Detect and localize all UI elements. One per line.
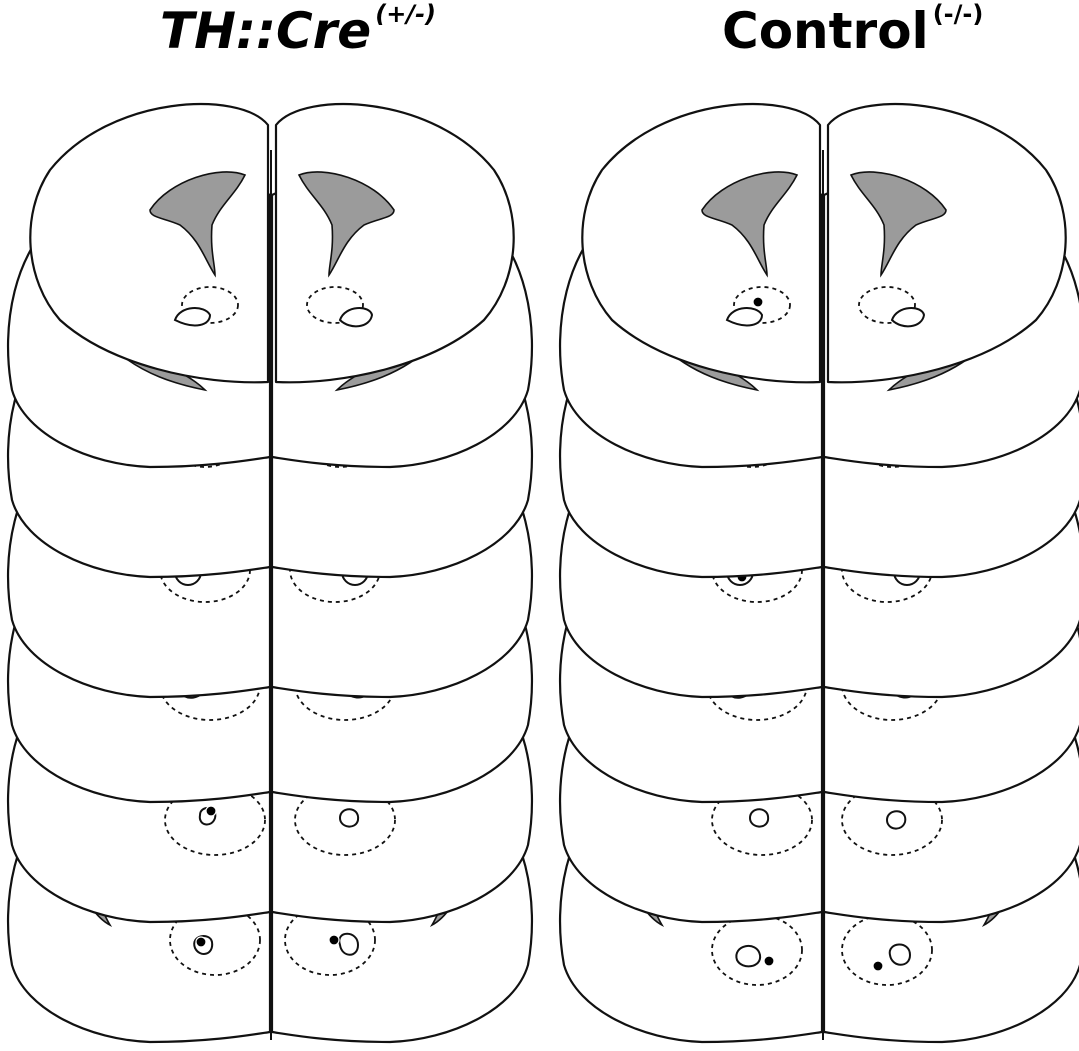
anterior-commissure (887, 811, 905, 828)
anterior-commissure (890, 944, 910, 964)
anterior-commissure (340, 809, 358, 826)
injection-site-dot (206, 806, 216, 816)
injection-site-dot (873, 961, 883, 971)
injection-site-dot (329, 935, 339, 945)
injection-site-dot (196, 937, 206, 947)
anterior-commissure (339, 934, 358, 955)
panel-th-cre-sections (8, 104, 532, 1042)
anterior-commissure (750, 809, 768, 826)
anterior-commissure (736, 946, 760, 966)
panel-control-sections (560, 104, 1079, 1042)
injection-site-dot (764, 956, 774, 966)
injection-site-dot (753, 297, 763, 307)
